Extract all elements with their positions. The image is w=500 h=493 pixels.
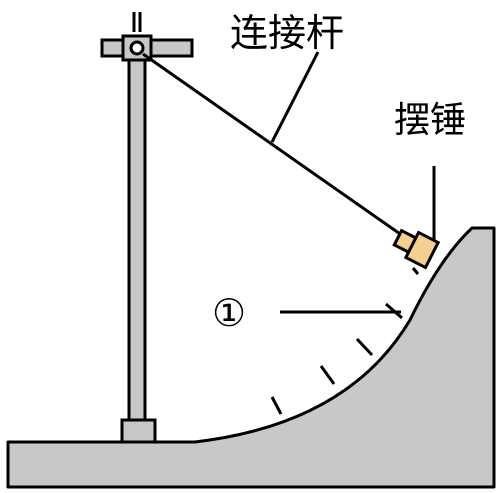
hammer-label: 摆锤 <box>394 100 466 141</box>
scale-tick <box>355 337 374 357</box>
curved-ramp-base <box>6 226 496 489</box>
vertical-pole <box>127 50 147 426</box>
connecting-rod <box>142 52 404 238</box>
pendulum-hammer <box>392 228 441 270</box>
rod-label-leader <box>270 51 320 143</box>
marker-label: ① <box>212 291 246 335</box>
scale-tick <box>319 365 336 385</box>
scale-tick <box>411 267 420 275</box>
pole-base-block <box>120 418 157 444</box>
rod-label: 连接杆 <box>230 11 344 55</box>
pivot-icon <box>129 40 145 56</box>
scale-tick <box>270 396 283 415</box>
